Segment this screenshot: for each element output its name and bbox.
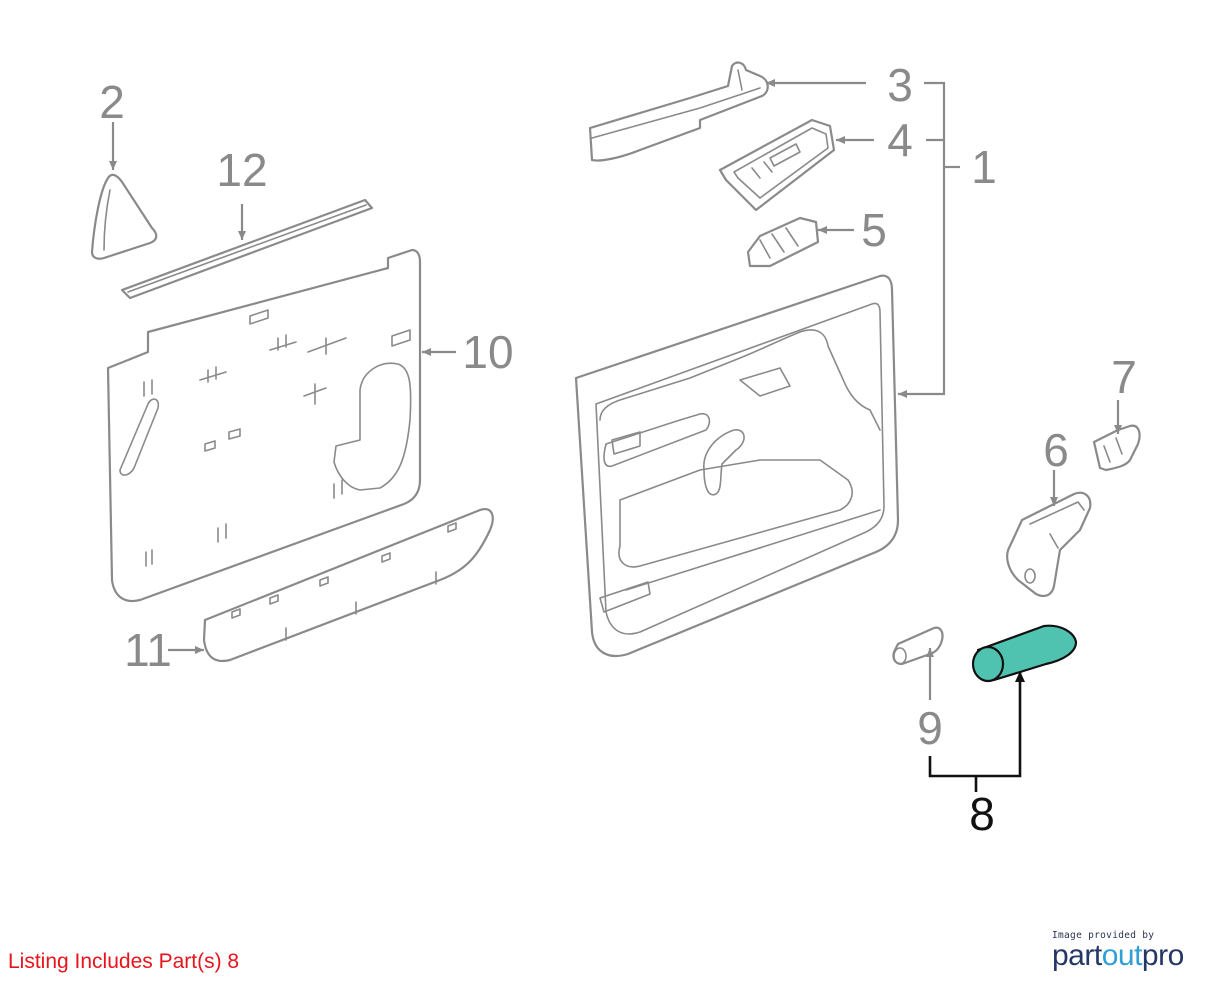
- part-3-armrest: [588, 61, 769, 162]
- callout-4: 4: [887, 114, 913, 166]
- part-10-door-frame: [106, 248, 422, 603]
- part-12-weatherstrip: [120, 198, 374, 300]
- brand-part: part: [1052, 939, 1102, 972]
- leader-lines: [109, 79, 1122, 792]
- callout-8-highlighted: 8: [969, 788, 995, 840]
- callout-3: 3: [887, 59, 913, 111]
- part-11-lower-trim: [202, 508, 494, 663]
- callout-6: 6: [1043, 424, 1069, 476]
- callout-5: 5: [861, 204, 887, 256]
- callout-11: 11: [124, 624, 172, 676]
- part-2-mirror-trim: [90, 173, 158, 260]
- brand-pro: pro: [1141, 939, 1184, 972]
- part-4-switch-bezel: [718, 118, 836, 212]
- part-7-clip: [1092, 424, 1141, 472]
- callout-12: 12: [216, 144, 267, 196]
- listing-note: Listing Includes Part(s) 8: [8, 950, 240, 973]
- part-8-highlighted-pull-handle: [971, 624, 1078, 683]
- callout-2: 2: [99, 76, 125, 128]
- part-6-bracket: [1006, 491, 1092, 597]
- callout-10: 10: [462, 326, 513, 378]
- image-credit: Image provided by partoutpro: [1052, 930, 1202, 971]
- brand-out: out: [1101, 939, 1143, 972]
- part-5-switch: [746, 216, 820, 268]
- partoutpro-logo: partoutpro: [1052, 941, 1202, 971]
- credit-line: Image provided by: [1052, 930, 1155, 941]
- part-9-pin: [892, 626, 944, 666]
- callout-7: 7: [1111, 351, 1137, 403]
- callout-9: 9: [917, 702, 943, 754]
- callout-1: 1: [971, 141, 997, 193]
- door-trim-panel: [574, 274, 900, 658]
